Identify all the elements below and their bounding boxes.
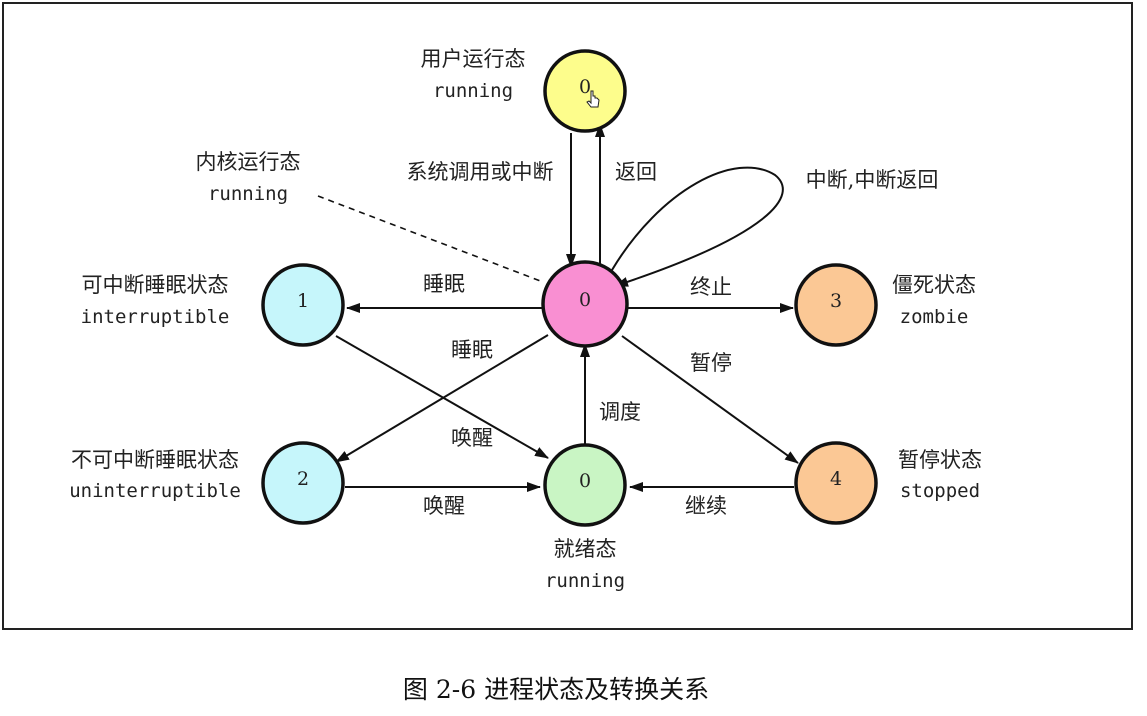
node-user-running-number: 0 (579, 76, 591, 98)
node-zombie-sublabel: zombie (900, 306, 969, 328)
node-stopped-sublabel: stopped (900, 480, 980, 502)
edge-wakeup-interruptible (335, 335, 549, 459)
edge-sleep-interruptible-label: 睡眠 (423, 272, 465, 296)
node-kernel-running-number: 0 (579, 289, 591, 311)
node-ready-number: 0 (579, 470, 591, 492)
edge-syscall-label: 系统调用或中断 (407, 160, 554, 184)
edge-wakeup-interruptible-label: 唤醒 (451, 426, 493, 450)
node-kernel-running-label: 内核运行态 (196, 150, 301, 174)
node-uninterruptible-sublabel: uninterruptible (69, 480, 241, 502)
edge-return-label: 返回 (615, 160, 657, 184)
node-uninterruptible-label: 不可中断睡眠状态 (71, 448, 239, 472)
node-kernel-running (541, 260, 629, 348)
node-zombie-number: 3 (830, 290, 842, 312)
node-ready-sublabel: running (545, 570, 625, 592)
node-interruptible-label: 可中断睡眠状态 (82, 273, 229, 297)
node-uninterruptible (261, 441, 345, 525)
edge-terminate-label: 终止 (690, 275, 732, 299)
node-stopped (794, 441, 878, 525)
edge-wakeup-uninterruptible-label: 唤醒 (423, 494, 465, 518)
node-ready-label: 就绪态 (554, 537, 617, 561)
node-user-running-label: 用户运行态 (421, 47, 526, 71)
node-zombie (794, 263, 878, 347)
hand-cursor-icon (586, 90, 600, 108)
edge-continue-label: 继续 (685, 494, 727, 518)
node-interruptible (261, 263, 345, 347)
node-stopped-label: 暂停状态 (898, 448, 982, 472)
node-kernel-running-sublabel: running (208, 183, 288, 205)
node-stopped-number: 4 (830, 468, 842, 490)
node-uninterruptible-number: 2 (297, 468, 309, 490)
edge-kernel-pointer (317, 195, 544, 283)
edge-sleep-uninterruptible-label: 睡眠 (451, 338, 493, 362)
node-user-running-sublabel: running (433, 80, 513, 102)
edge-pause-label: 暂停 (690, 351, 732, 375)
node-interruptible-sublabel: interruptible (81, 306, 230, 328)
node-user-running (543, 49, 627, 133)
edge-interrupt-loop (611, 166, 784, 287)
figure-caption: 图 2-6 进程状态及转换关系 (403, 675, 709, 704)
node-ready (543, 443, 627, 527)
node-interruptible-number: 1 (297, 290, 309, 312)
edge-schedule-label: 调度 (599, 400, 641, 424)
node-zombie-label: 僵死状态 (892, 273, 976, 297)
edge-pause (621, 335, 799, 464)
edge-sleep-uninterruptible (335, 334, 549, 463)
edge-interrupt-loop-label: 中断,中断返回 (806, 168, 939, 192)
